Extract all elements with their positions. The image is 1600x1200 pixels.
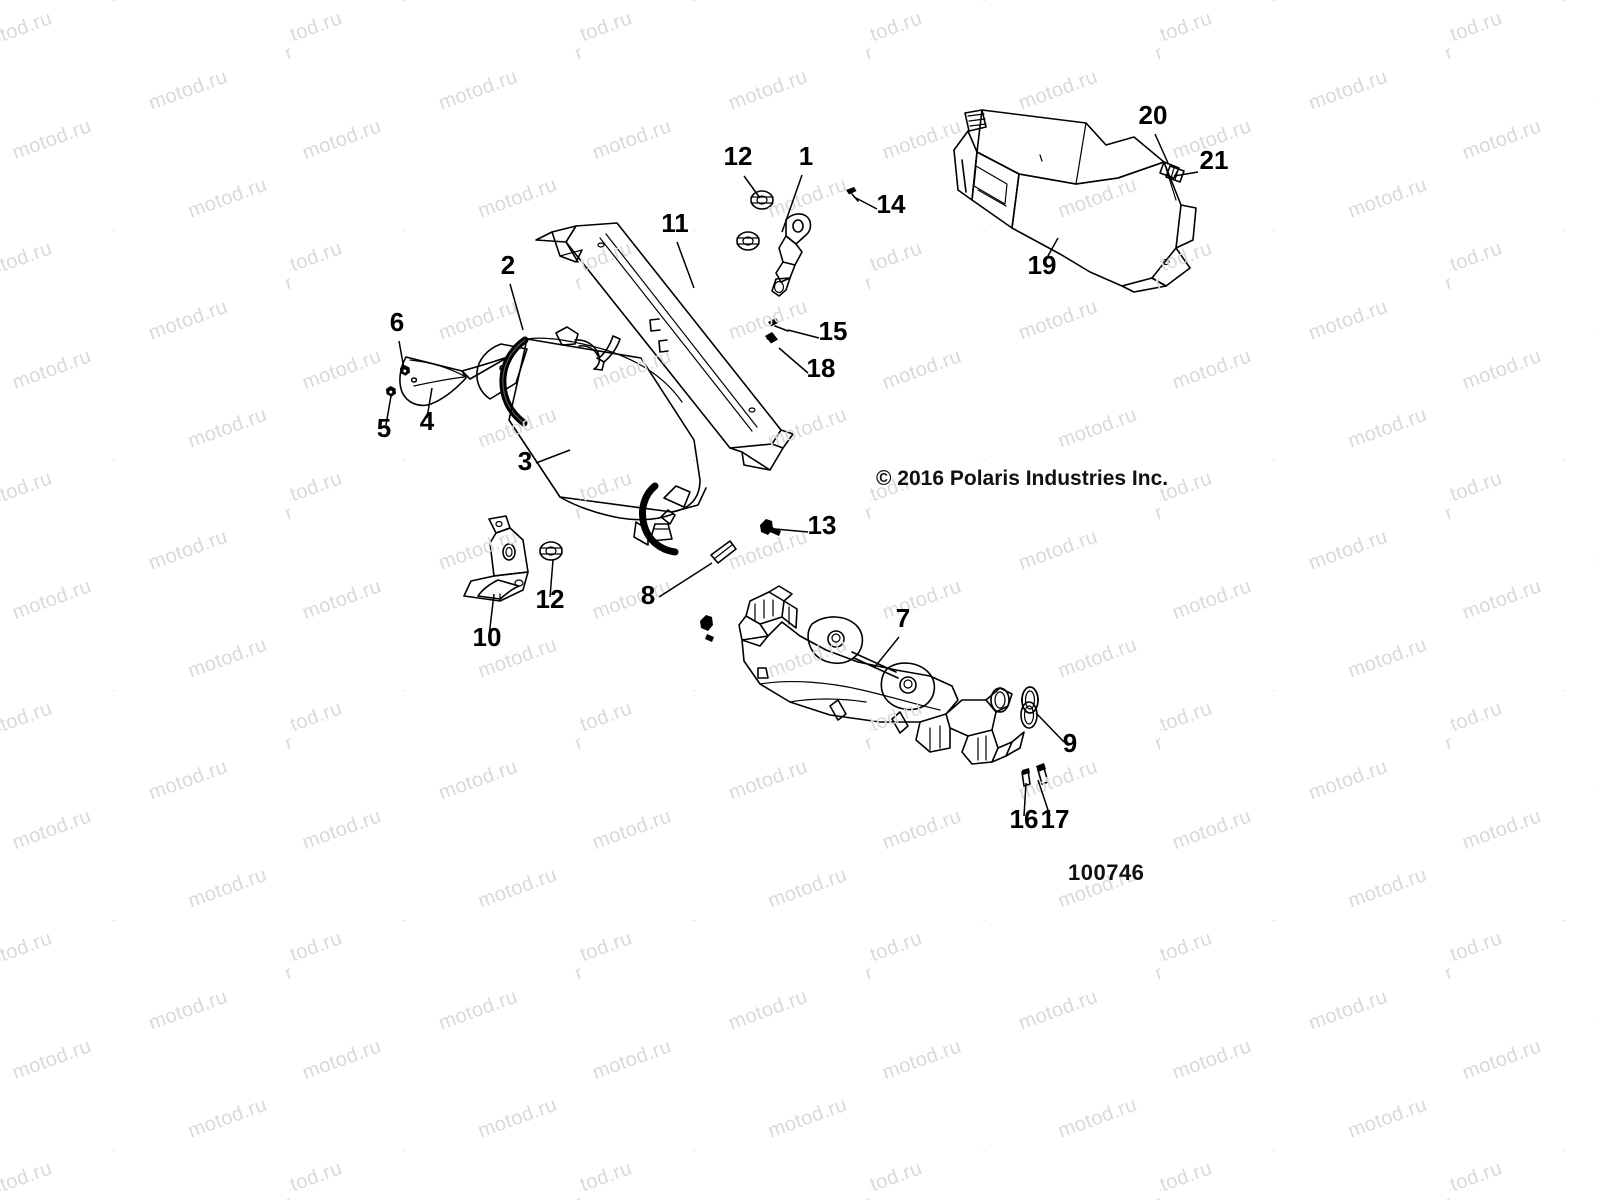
callout-number-3: 3 xyxy=(518,446,532,476)
callout-leader-line-14 xyxy=(855,197,878,210)
callout-leader-line-1 xyxy=(781,174,803,233)
callout-number-6: 6 xyxy=(390,307,404,337)
callout-leader-line-20 xyxy=(1154,133,1169,164)
callout-number-21: 21 xyxy=(1200,145,1229,175)
callout-number-9: 9 xyxy=(1063,728,1077,758)
callout-number-16: 16 xyxy=(1010,804,1039,834)
callout-leader-line-7 xyxy=(873,636,900,669)
callout-number-11: 11 xyxy=(661,208,689,238)
callout-number-19: 19 xyxy=(1028,250,1057,280)
callout-leader-line-2 xyxy=(509,283,524,331)
callout-leader-line-6 xyxy=(398,340,405,370)
callout-number-15: 15 xyxy=(819,316,848,346)
callout-number-14: 14 xyxy=(877,189,906,219)
callout-number-20: 20 xyxy=(1139,100,1168,130)
callout-number-12: 12 xyxy=(724,141,753,171)
callout-leader-line-11 xyxy=(676,241,695,289)
callout-leader-line-8 xyxy=(658,562,713,598)
diagram-part-number: 100746 xyxy=(1068,860,1144,885)
callout-leader-line-3 xyxy=(535,449,571,464)
callout-leader-line-13 xyxy=(774,528,809,533)
callout-number-10: 10 xyxy=(473,622,502,652)
callout-number-12b: 12 xyxy=(536,584,565,614)
callout-number-4: 4 xyxy=(420,406,435,436)
callout-number-2: 2 xyxy=(501,250,515,280)
callout-leader-line-18 xyxy=(778,347,809,374)
callout-number-17: 17 xyxy=(1041,804,1070,834)
callout-number-18: 18 xyxy=(807,353,836,383)
callout-number-13: 13 xyxy=(808,510,837,540)
callout-leader-line-15 xyxy=(787,329,820,339)
copyright-notice: © 2016 Polaris Industries Inc. xyxy=(876,467,1168,490)
callout-number-5: 5 xyxy=(377,413,391,443)
callout-leader-line-12 xyxy=(743,175,761,199)
callout-number-1: 1 xyxy=(799,141,813,171)
callout-leader-line-9 xyxy=(1035,712,1065,743)
callout-number-7: 7 xyxy=(896,603,910,633)
callout-number-8: 8 xyxy=(641,580,655,610)
callout-leader-line-21 xyxy=(1173,171,1199,177)
